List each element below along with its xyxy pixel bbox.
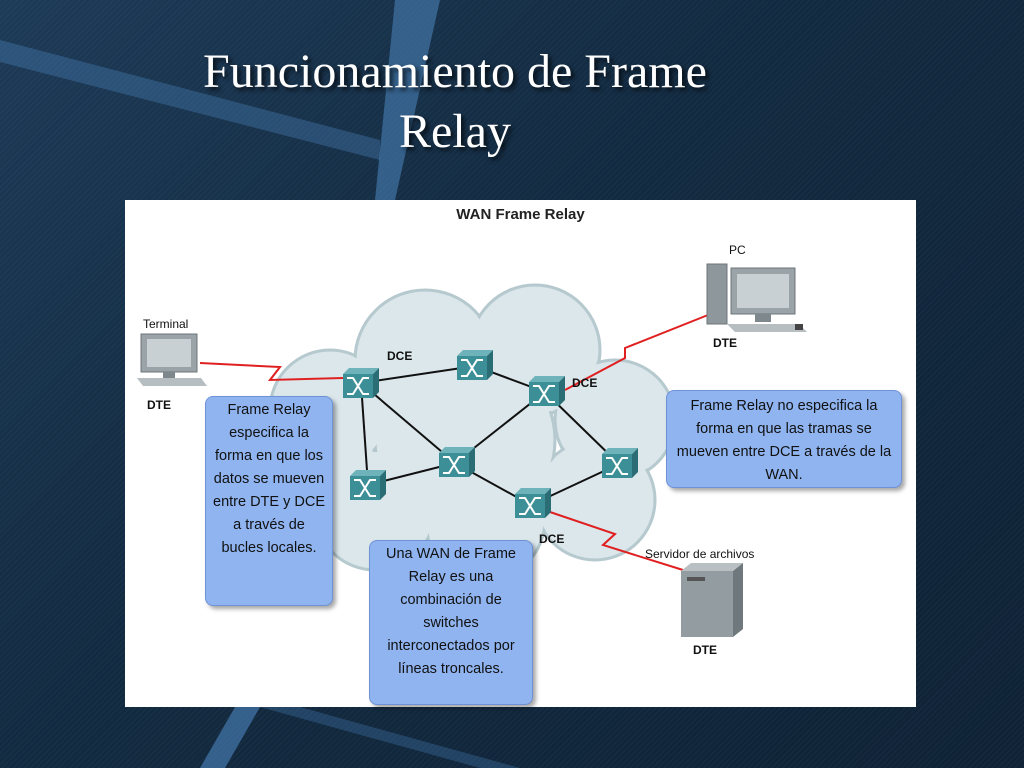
file-server-label: Servidor de archivos [645,547,755,561]
switch-icon [515,488,551,518]
terminal-dte-label: DTE [147,398,171,412]
terminal-computer-icon [137,333,207,386]
switch-icon [350,470,386,500]
diagram-title: WAN Frame Relay [456,206,585,223]
pc-dte-label: DTE [713,336,737,350]
terminal-label: Terminal [143,317,189,331]
local-loops [199,312,714,571]
callout-switches: Una WAN de Frame Relay es una combinació… [369,540,533,705]
dce-label-bottom: DCE [539,532,565,546]
slide-title-line1: Funcionamiento de Frame [203,45,707,98]
slide-title: Funcionamiento de Frame Relay [60,42,850,162]
diagram-panel: WAN Frame Relay Terminal DTE PC DTE DCE … [125,200,916,707]
pc-label: PC [729,243,746,257]
file-server-dte-label: DTE [693,643,717,657]
network-diagram [137,263,807,637]
switch-icon [529,376,565,406]
switch-icon [343,368,379,398]
dce-label-top-right: DCE [572,376,598,390]
slide-title-line2: Relay [399,105,511,158]
callout-local-loop: Frame Relay especifica la forma en que l… [205,396,333,606]
dce-label-top-left: DCE [387,349,413,363]
pc-computer-icon [706,263,807,332]
frame-relay-switches [343,350,638,518]
callout-wan: Frame Relay no especifica la forma en qu… [666,390,902,488]
switch-icon [439,447,475,477]
switch-icon [602,448,638,478]
file-server-icon [681,563,743,637]
switch-icon [457,350,493,380]
